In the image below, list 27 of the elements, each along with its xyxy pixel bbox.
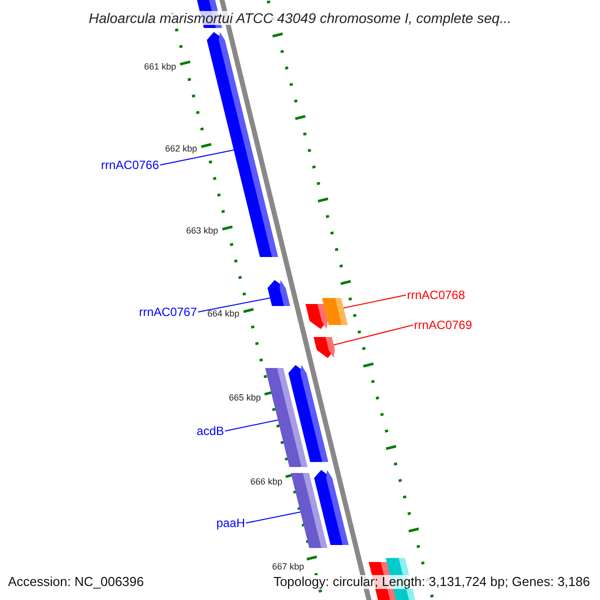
scale-label: 661 kbp (144, 62, 176, 72)
leader-line (160, 150, 234, 166)
gene-label: rrnAC0768 (407, 288, 466, 302)
scale-label: 664 kbp (207, 308, 240, 320)
gene-feature (290, 473, 328, 548)
gene-label: acdB (196, 424, 224, 438)
gene-feature (265, 368, 308, 467)
gene-label: rrnAC0766 (100, 158, 159, 172)
leader-line (224, 420, 278, 432)
scale-label: 667 kbp (272, 562, 304, 572)
gene-feature (314, 337, 335, 358)
leader-line (246, 512, 301, 524)
gene-label: rrnAC0769 (414, 318, 472, 332)
leader-line (198, 298, 270, 312)
scale-label: 665 kbp (228, 392, 261, 404)
sequence-info: Topology: circular; Length: 3,131,724 bp; Genes: 3,186 (273, 575, 590, 589)
accession-text: Accession: NC_006396 (8, 575, 144, 589)
scale-label: 662 kbp (165, 144, 198, 154)
leader-line (333, 324, 414, 346)
gene-label: rrnAC0767 (138, 305, 197, 319)
gene-feature (268, 280, 290, 306)
scale-label: 663 kbp (186, 226, 218, 236)
title: Haloarcula marismortui ATCC 43049 chromosome I, complete seq... (88, 11, 512, 25)
leader-line (342, 294, 406, 308)
gene-feature (322, 298, 348, 325)
scale-label: 666 kbp (250, 476, 282, 488)
gene-label: paaH (216, 516, 245, 530)
